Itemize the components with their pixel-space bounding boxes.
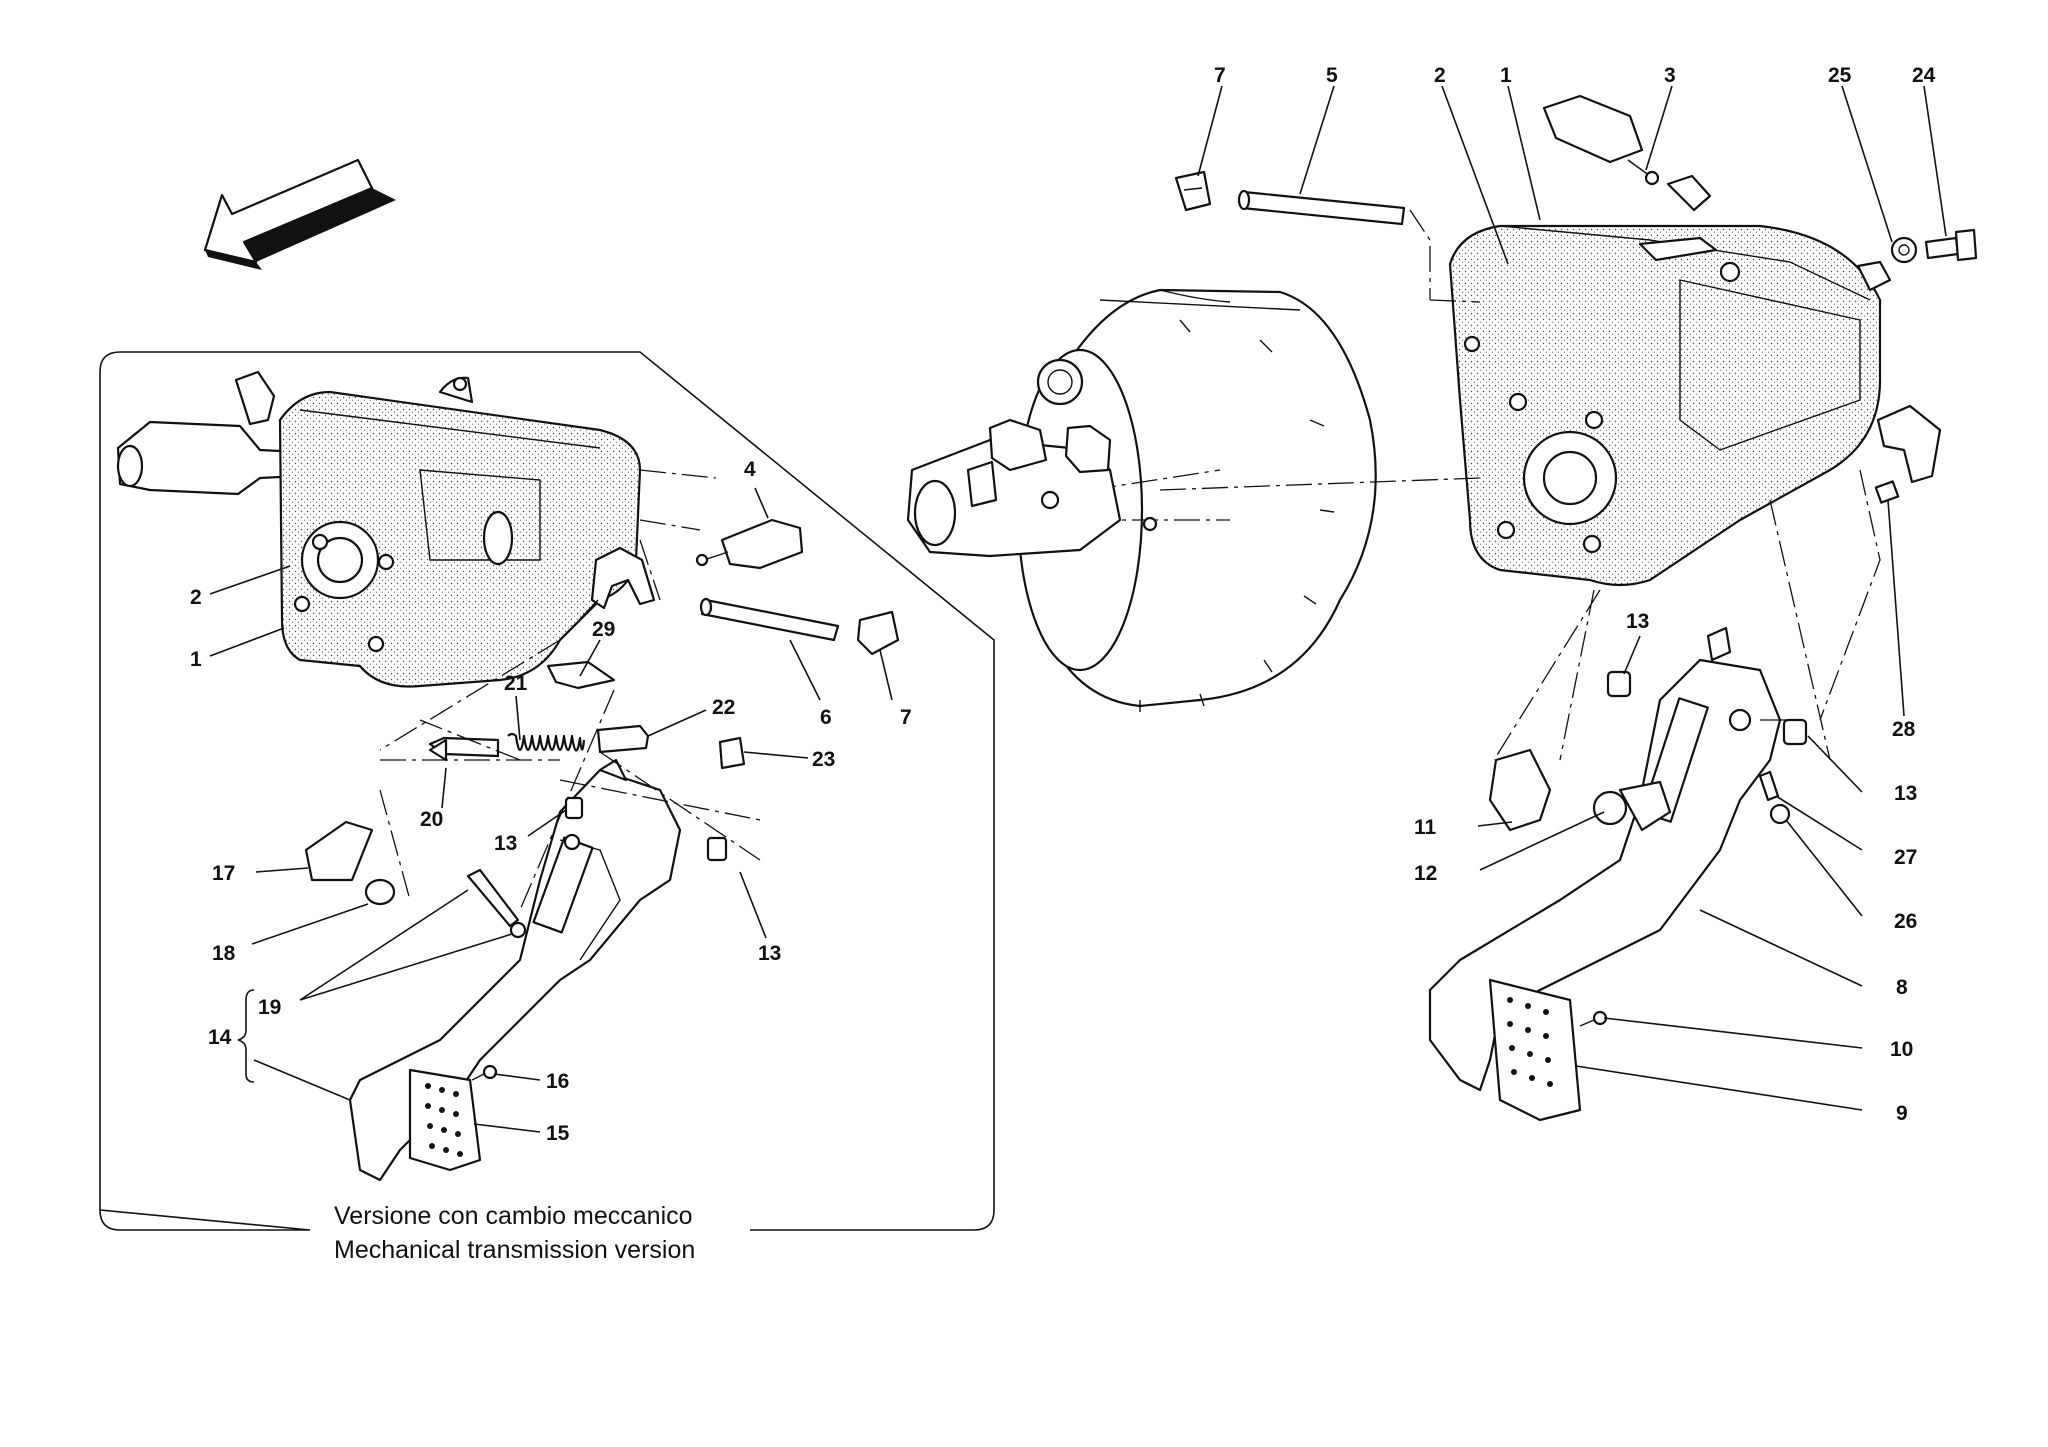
- callout-7: 7: [900, 706, 912, 729]
- callout-26-main: 26: [1894, 910, 1917, 933]
- callout-13-main-a: 13: [1626, 610, 1649, 633]
- inset-pedal-box: [116, 370, 900, 1182]
- brake-master-cylinder: [906, 418, 1158, 558]
- callout-2: 2: [190, 586, 202, 609]
- callout-18: 18: [212, 942, 236, 965]
- callout-20: 20: [420, 808, 443, 831]
- callout-19: 19: [258, 996, 281, 1019]
- callout-24-main: 24: [1912, 64, 1936, 87]
- callout-17: 17: [212, 862, 235, 885]
- inset-callout-labels: 4 2 1 29 21 22 23 6 7 20 13 13 17 18 19 …: [190, 458, 912, 1145]
- main-small-parts: [1159, 94, 1978, 1122]
- main-leader-lines: [1197, 85, 1947, 1111]
- callout-7-main: 7: [1214, 64, 1226, 87]
- callout-12-main: 12: [1414, 862, 1437, 885]
- callout-5-main: 5: [1326, 64, 1338, 87]
- callout-25-main: 25: [1828, 64, 1852, 87]
- callout-15: 15: [546, 1122, 570, 1145]
- callout-21: 21: [504, 672, 528, 695]
- callout-29: 29: [592, 618, 615, 641]
- callout-28-main: 28: [1892, 718, 1916, 741]
- callout-27-main: 27: [1894, 846, 1917, 869]
- callout-14: 14: [208, 1026, 232, 1049]
- callout-4: 4: [744, 458, 756, 481]
- caption-english: Mechanical transmission version: [334, 1236, 695, 1264]
- callout-13-main-b: 13: [1894, 782, 1917, 805]
- callout-6: 6: [820, 706, 832, 729]
- direction-arrow-icon: [203, 158, 396, 270]
- callout-23: 23: [812, 748, 835, 771]
- main-pedal-box: [1448, 174, 1942, 587]
- callout-13-inset-b: 13: [758, 942, 781, 965]
- main-callout-labels: 7 5 2 1 3 25 24 13 28 13 11 27 12 26 8 1…: [1214, 64, 1936, 1125]
- callout-1: 1: [190, 648, 202, 671]
- inset-caption: Versione con cambio meccanico Mechanical…: [334, 1202, 695, 1264]
- callout-9-main: 9: [1896, 1102, 1908, 1125]
- callout-8-main: 8: [1896, 976, 1908, 999]
- callout-22: 22: [712, 696, 735, 719]
- callout-16: 16: [546, 1070, 569, 1093]
- inset-frame: [99, 351, 995, 1231]
- callout-11-main: 11: [1414, 816, 1437, 839]
- callout-1-main: 1: [1500, 64, 1512, 87]
- caption-italian: Versione con cambio meccanico: [334, 1202, 693, 1230]
- callout-13-inset-a: 13: [494, 832, 517, 855]
- inset-leader-lines: [209, 487, 893, 1133]
- callout-3-main: 3: [1664, 64, 1676, 87]
- callout-10-main: 10: [1890, 1038, 1913, 1061]
- callout-2-main: 2: [1434, 64, 1446, 87]
